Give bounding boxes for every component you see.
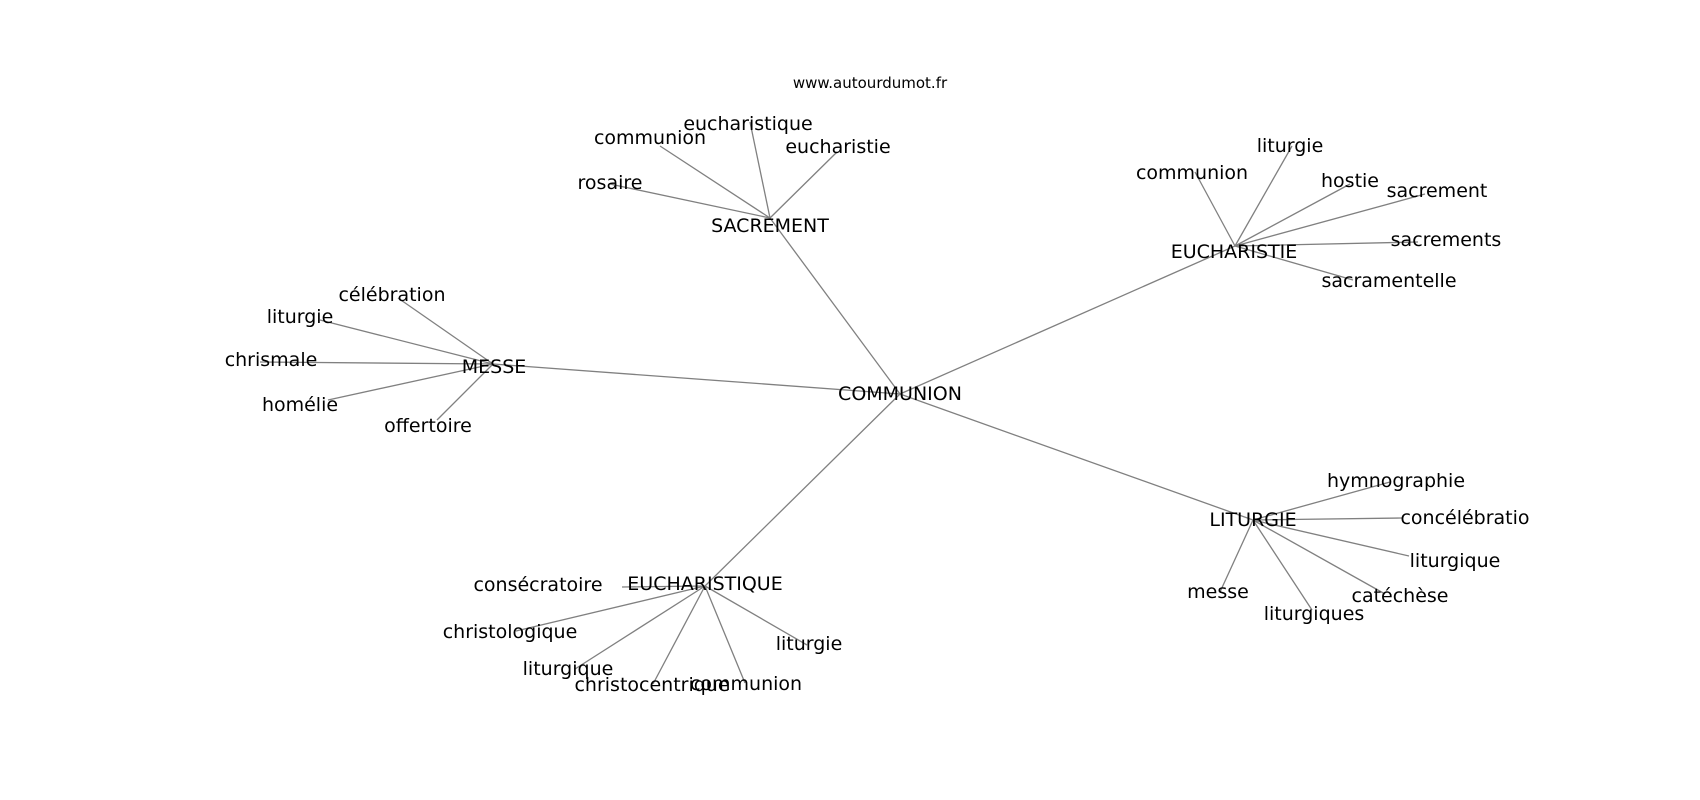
site-watermark: www.autourdumot.fr: [793, 74, 948, 92]
edge-eucharistique-leaf: [574, 585, 706, 670]
leaf-word-label: communion: [594, 127, 706, 149]
leaf-word-label: sacrements: [1391, 229, 1502, 251]
edge-liturgie-leaf: [1252, 519, 1386, 595]
leaf-word-label: rosaire: [578, 172, 643, 194]
leaf-word-label: eucharistique: [683, 113, 812, 135]
leaf-word-label: offertoire: [384, 415, 472, 437]
cluster-label-liturgie: LITURGIE: [1209, 509, 1296, 531]
edge-eucharistie-leaf: [1234, 145, 1293, 247]
leaf-word-label: consécratoire: [473, 574, 602, 596]
cluster-label-eucharistique: EUCHARISTIQUE: [627, 573, 782, 595]
edge-messe-leaf: [436, 363, 494, 421]
leaf-word-label: célébration: [338, 284, 445, 306]
cluster-label-sacrement: SACREMENT: [711, 215, 829, 237]
edge-liturgie-leaf: [1252, 519, 1410, 557]
leaf-word-label: christocentrique: [574, 674, 729, 696]
edge-center-to-messe: [492, 363, 901, 395]
edge-eucharistie-leaf: [1194, 171, 1236, 247]
leaf-word-label: messe: [1187, 581, 1249, 603]
edge-sacrement-leaf: [609, 183, 771, 219]
leaf-word-label: liturgique: [523, 658, 614, 680]
leaf-word-label: sacrement: [1387, 180, 1488, 202]
leaf-word-label: hymnographie: [1327, 470, 1465, 492]
edge-sacrement-leaf: [659, 145, 771, 219]
edge-eucharistie-leaf: [1234, 183, 1351, 247]
leaf-word-label: chrismale: [225, 349, 318, 371]
edge-eucharistique-leaf: [515, 585, 706, 632]
leaf-word-label: hostie: [1321, 170, 1379, 192]
leaf-word-label: sacramentelle: [1321, 270, 1456, 292]
edge-messe-leaf: [319, 319, 494, 365]
edge-eucharistique-leaf: [704, 585, 746, 684]
edge-messe-leaf: [397, 297, 494, 365]
leaf-word-label: liturgiques: [1264, 603, 1365, 625]
leaf-word-label: liturgique: [1410, 550, 1501, 572]
edge-center-to-eucharistique: [704, 393, 901, 587]
leaf-word-label: liturgie: [776, 633, 843, 655]
leaf-word-label: homélie: [262, 394, 338, 416]
edge-eucharistique-leaf: [621, 585, 706, 588]
graph-edges: [259, 121, 1426, 685]
graph-labels: www.autourdumot.fr COMMUNION SACREMENT eu…: [225, 74, 1530, 696]
edge-eucharistie-leaf: [1234, 245, 1354, 281]
leaf-word-label: communion: [690, 673, 802, 695]
edge-sacrement-leaf: [749, 121, 771, 219]
center-node-label: COMMUNION: [838, 383, 962, 405]
edge-eucharistie-leaf: [1234, 241, 1419, 247]
leaf-word-label: concélébratio: [1400, 507, 1529, 529]
leaf-word-label: liturgie: [267, 306, 334, 328]
leaf-word-label: christologique: [443, 621, 578, 643]
edge-center-to-sacrement: [769, 217, 901, 395]
edge-messe-leaf: [327, 363, 494, 401]
edge-liturgie-leaf: [1252, 517, 1403, 521]
leaf-word-label: catéchèse: [1352, 585, 1449, 607]
edge-sacrement-leaf: [769, 151, 838, 219]
leaf-word-label: eucharistie: [785, 136, 890, 158]
cluster-label-messe: MESSE: [462, 356, 527, 378]
edge-liturgie-leaf: [1252, 519, 1313, 611]
edge-center-to-eucharistie: [899, 245, 1236, 395]
edge-eucharistie-leaf: [1234, 193, 1426, 247]
edge-center-to-liturgie: [899, 393, 1254, 521]
edge-eucharistique-leaf: [652, 585, 706, 685]
edge-liturgie-leaf: [1219, 519, 1254, 593]
leaf-word-label: communion: [1136, 162, 1248, 184]
cluster-label-eucharistie: EUCHARISTIE: [1171, 241, 1298, 263]
edge-messe-leaf: [259, 361, 494, 365]
leaf-word-label: liturgie: [1257, 135, 1324, 157]
edge-eucharistique-leaf: [704, 585, 808, 646]
edge-liturgie-leaf: [1252, 481, 1391, 521]
